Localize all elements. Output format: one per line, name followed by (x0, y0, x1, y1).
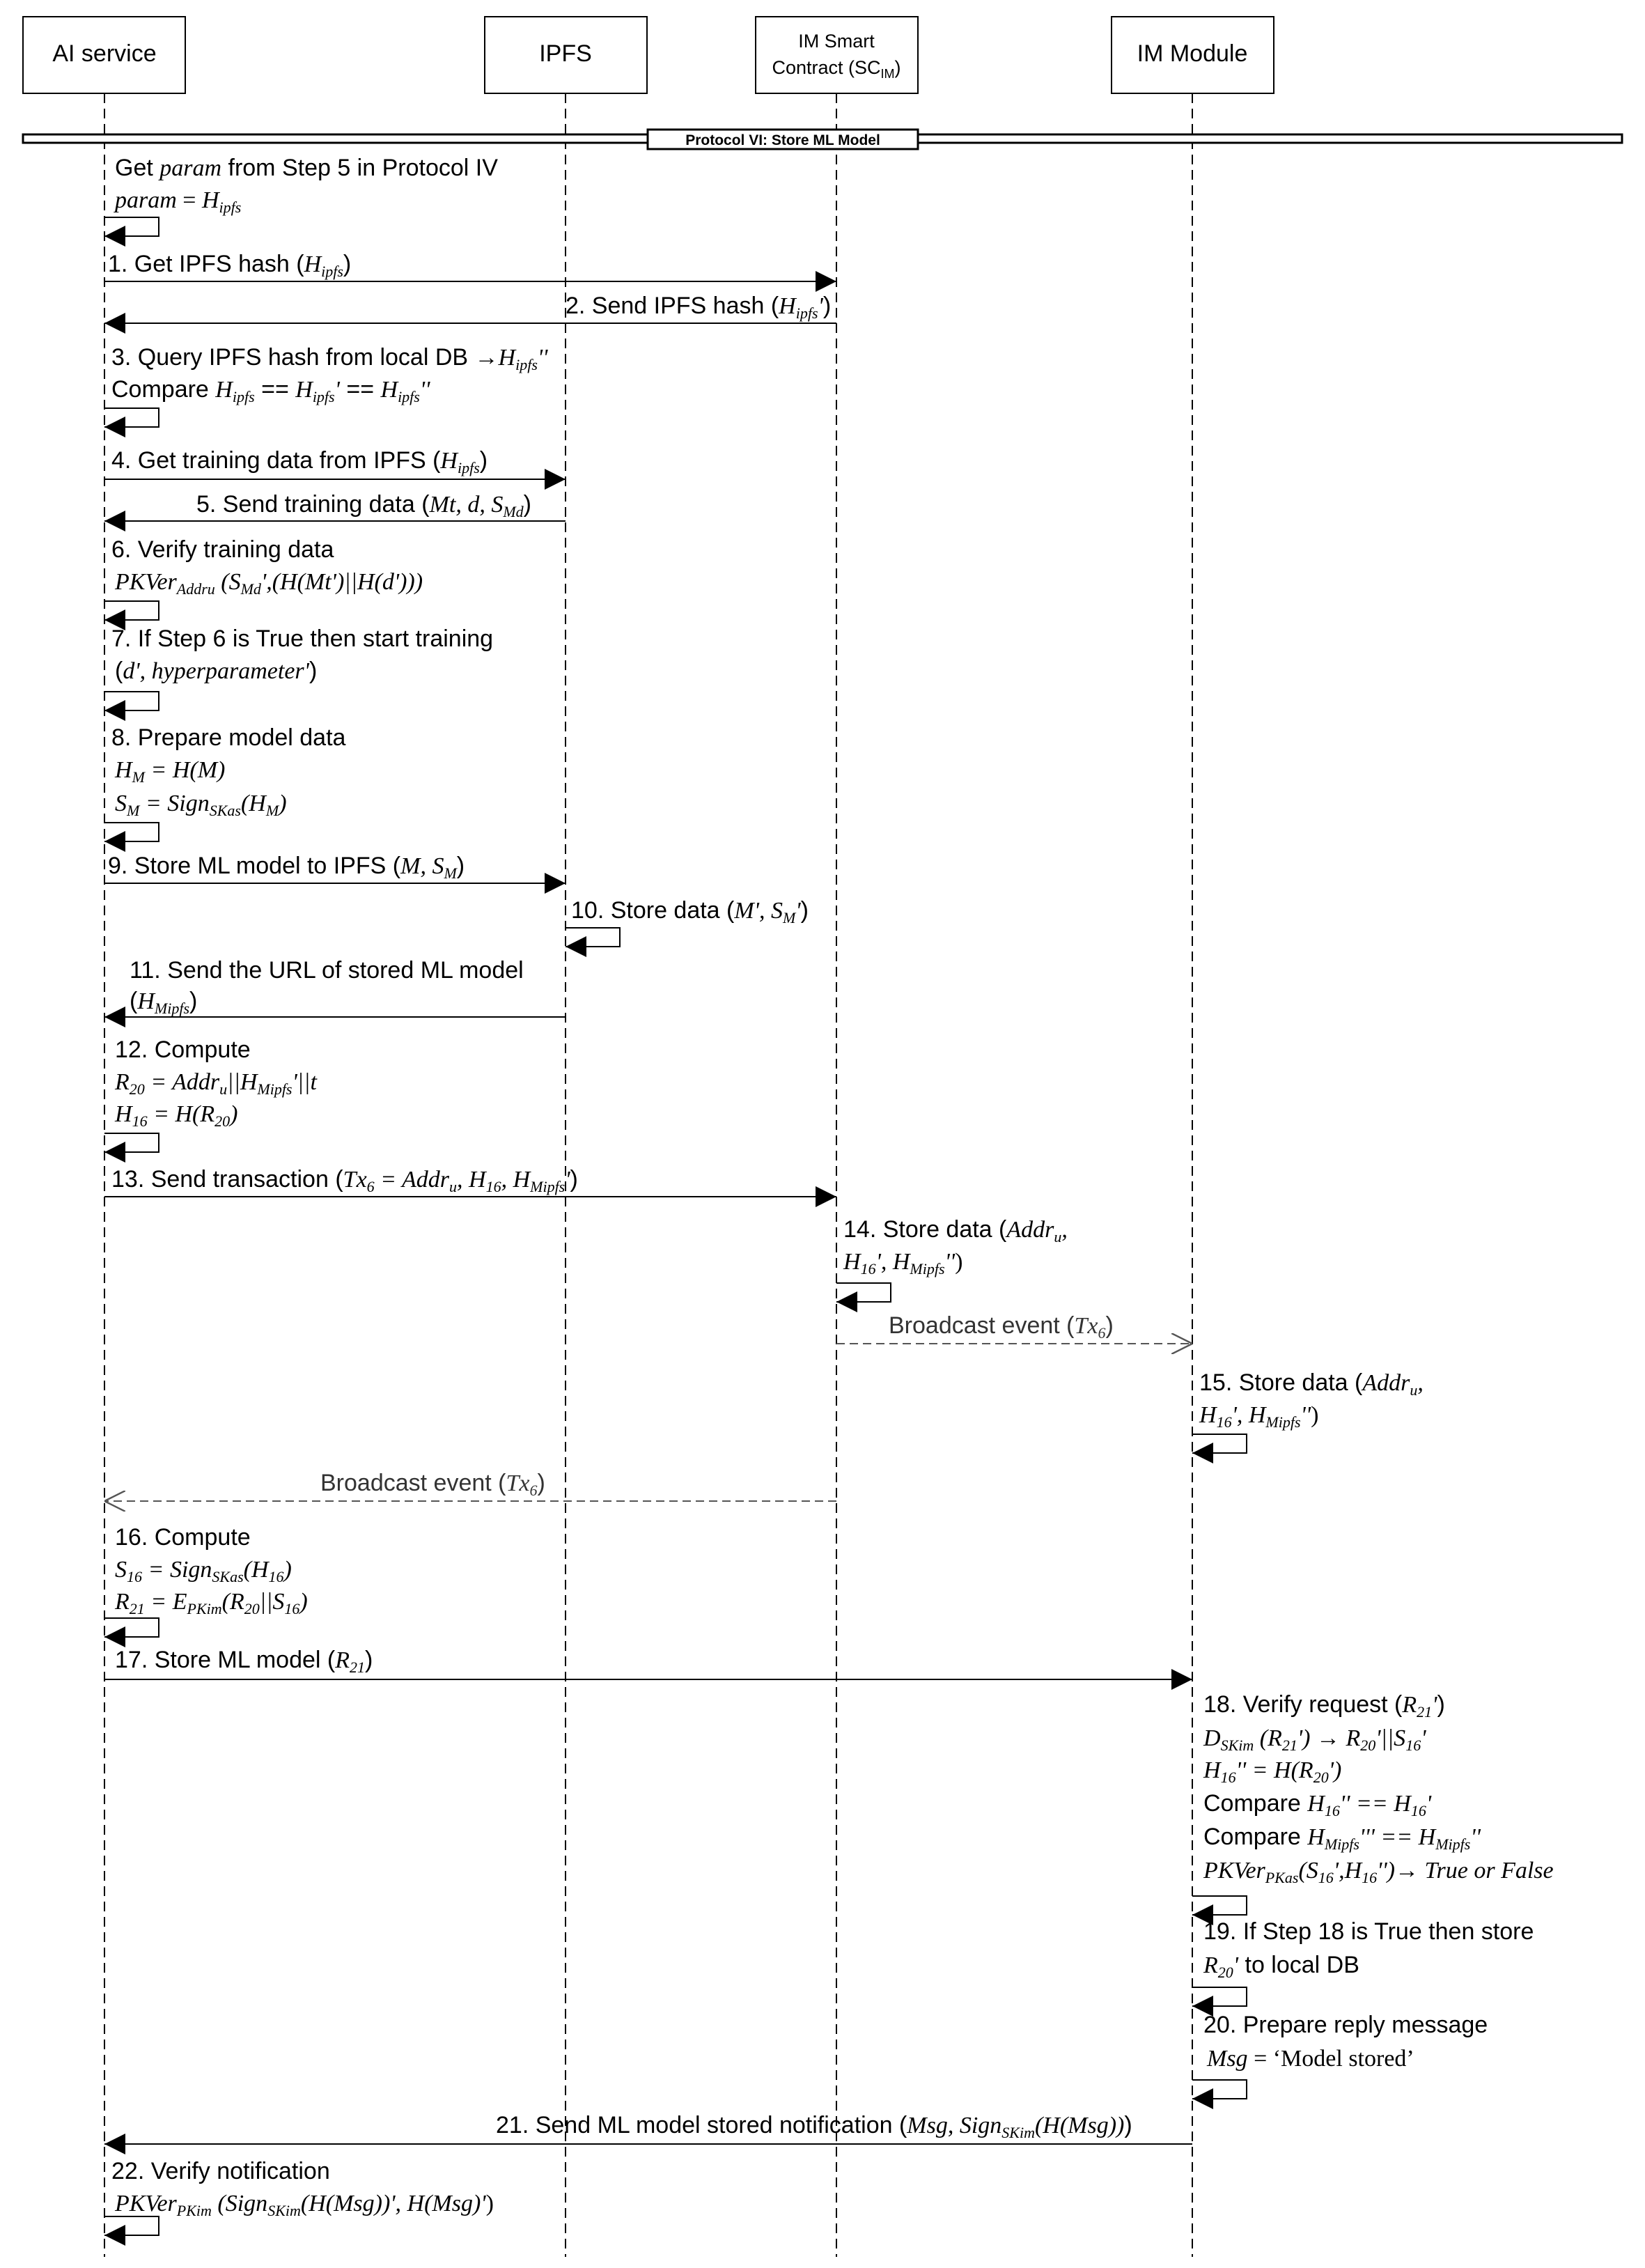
step-15-line1: 15. Store data (Addru, (1199, 1369, 1424, 1399)
self-loop-step-12 (104, 1133, 159, 1163)
step-19-line1: 19. If Step 18 is True then store (1203, 1918, 1534, 1945)
self-loop-step-22 (104, 2216, 159, 2246)
self-loop-step-15 (1192, 1434, 1247, 1463)
step-11-line1: 11. Send the URL of stored ML model (130, 957, 524, 984)
broadcast-1-label: Broadcast event (Tx6) (889, 1312, 1114, 1342)
step-22-line2: PKVerPKim (SignSKim(H(Msg))', H(Msg)') (114, 2191, 494, 2219)
self-loop-step-16 (104, 1617, 159, 1647)
step-pre-line2: param = Hipfs (114, 187, 241, 216)
messages (104, 217, 1247, 2246)
step-22-line1: 22. Verify notification (111, 2158, 330, 2184)
participant-label: IPFS (539, 40, 592, 67)
participant-label-line2: Contract (SCIM) (772, 57, 901, 81)
broadcast-2-label: Broadcast event (Tx6) (320, 1470, 545, 1499)
step-12-line2: R20 = Addru||HMipfs'||t (114, 1069, 318, 1098)
step-20-line1: 20. Prepare reply message (1203, 2012, 1488, 2038)
step-5-label: 5. Send training data (Mt, d, SMd) (196, 491, 531, 520)
step-21-label: 21. Send ML model stored notification (M… (496, 2112, 1132, 2141)
step-6-line2: PKVerAddru (SMd',(H(Mt')||H(d'))) (114, 569, 423, 598)
step-10-label: 10. Store data (M', SM') (571, 897, 809, 926)
step-16-line1: 16. Compute (115, 1524, 251, 1551)
step-7-line2: (d', hyperparameter') (115, 658, 317, 684)
step-3-line1: 3. Query IPFS hash from local DB →Hipfs'… (111, 344, 548, 373)
step-18-line4: Compare H16'' == H16' (1203, 1790, 1432, 1819)
step-18-line3: H16'' = H(R20') (1203, 1757, 1341, 1786)
protocol-frame-title: Protocol VI: Store ML Model (685, 132, 880, 148)
step-pre-line1: Get param from Step 5 in Protocol IV (115, 155, 498, 181)
self-loop-step-6 (104, 600, 159, 630)
step-14-line1: 14. Store data (Addru, (843, 1216, 1068, 1245)
participant-im-module: IM Module (1111, 16, 1274, 94)
step-6-line1: 6. Verify training data (111, 536, 334, 563)
step-16-line3: R21 = EPKim(R20||S16) (114, 1589, 308, 1617)
self-loop-step-19 (1192, 1987, 1247, 2017)
self-loop-pre (104, 217, 159, 247)
step-7-line1: 7. If Step 6 is True then start training (111, 626, 493, 652)
protocol-frame: Protocol VI: Store ML Model (22, 128, 1623, 150)
step-18-line1: 18. Verify request (R21') (1203, 1691, 1445, 1721)
step-15-line2: H16', HMipfs'') (1199, 1402, 1318, 1431)
step-8-line2: HM = H(M) (114, 757, 225, 786)
step-18-line6: PKVerPKas(S16',H16'')→ True or False (1203, 1858, 1554, 1886)
step-17-label: 17. Store ML model (R21) (115, 1647, 373, 1676)
step-3-line2: Compare Hipfs == Hipfs' == Hipfs'' (111, 376, 430, 405)
step-8-line3: SM = SignSKas(HM) (115, 791, 287, 819)
step-18-line2: DSKim (R21') → R20'||S16' (1203, 1725, 1426, 1754)
participant-label-line1: IM Smart (798, 31, 875, 52)
participant-label: IM Module (1137, 40, 1248, 67)
step-13-label: 13. Send transaction (Tx6 = Addru, H16, … (111, 1166, 578, 1195)
self-loop-step-20 (1192, 2079, 1247, 2109)
self-loop-step-10 (566, 927, 621, 957)
step-16-line2: S16 = SignSKas(H16) (115, 1557, 292, 1585)
step-9-label: 9. Store ML model to IPFS (M, SM) (108, 853, 465, 882)
step-12-line3: H16 = H(R20) (114, 1101, 237, 1130)
participant-im-smart-contract: IM Smart Contract (SCIM) (755, 16, 919, 94)
step-20-line2: Msg = ‘Model stored’ (1206, 2046, 1414, 2072)
step-4-label: 4. Get training data from IPFS (Hipfs) (111, 447, 488, 476)
step-11-line2: (HMipfs) (130, 988, 197, 1017)
lifelines (104, 93, 1193, 2257)
participant-ai-service: AI service (22, 16, 186, 94)
self-loop-step-7 (104, 691, 159, 721)
self-loop-step-14 (836, 1282, 891, 1312)
participant-ipfs: IPFS (484, 16, 648, 94)
participant-label: AI service (52, 40, 156, 67)
step-18-line5: Compare HMipfs''' == HMipfs'' (1203, 1824, 1481, 1853)
step-14-line2: H16', HMipfs'') (843, 1249, 962, 1277)
step-2-label: 2. Send IPFS hash (Hipfs') (566, 293, 831, 322)
step-1-label: 1. Get IPFS hash (Hipfs) (108, 251, 351, 280)
message-labels: Get param from Step 5 in Protocol IV par… (108, 155, 1554, 2219)
step-8-line1: 8. Prepare model data (111, 724, 346, 751)
step-19-line2: R20' to local DB (1203, 1952, 1359, 1981)
self-loop-step-8 (104, 822, 159, 852)
step-12-line1: 12. Compute (115, 1036, 251, 1063)
self-loop-step-3 (104, 407, 159, 437)
self-loop-step-18 (1192, 1895, 1247, 1925)
